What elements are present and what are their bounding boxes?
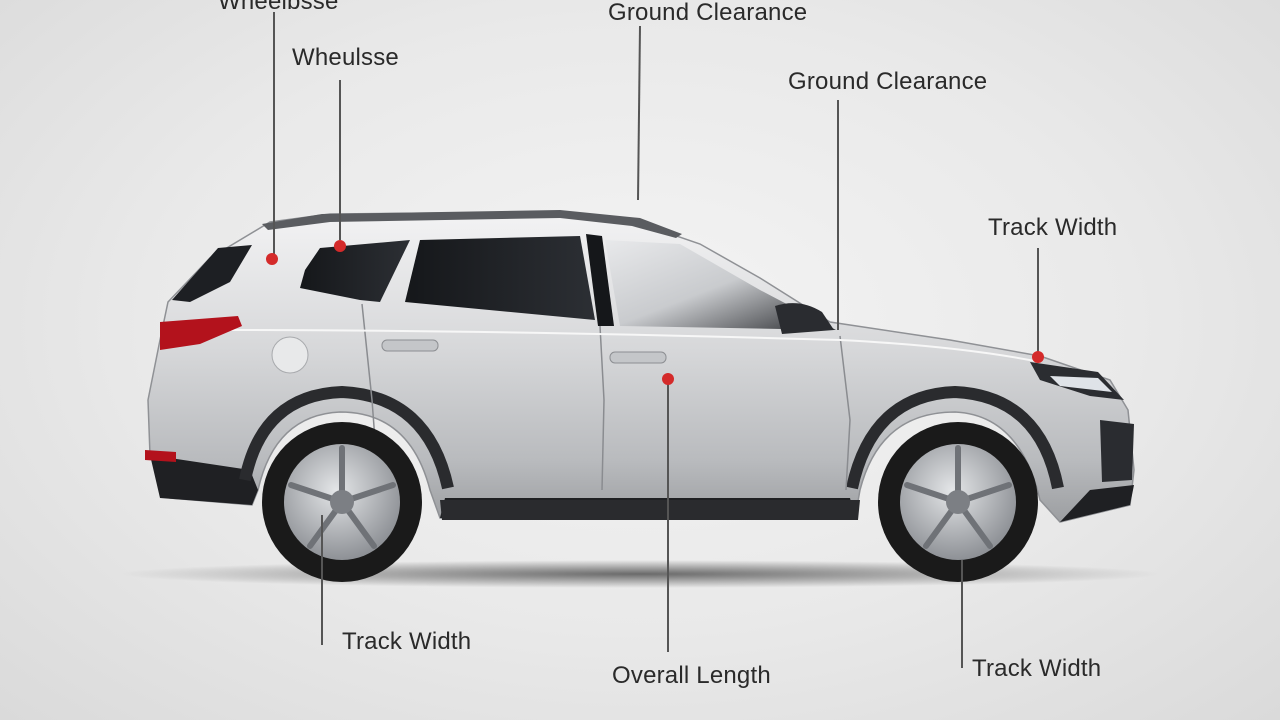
rear-quarter-window — [300, 240, 410, 302]
front-door-handle — [609, 351, 667, 364]
callout-label-ground-clearance: Ground Clearance — [788, 68, 988, 95]
rear-reflector — [145, 450, 176, 462]
roof-rail — [262, 210, 682, 238]
side-sill — [440, 500, 860, 520]
callout-label-wheelbase-top: Wheelbsse — [218, 0, 339, 15]
fuel-cap — [271, 336, 309, 374]
callout-label-overall-length: Overall Length — [612, 662, 771, 689]
marker-dot-wheelbase — [334, 240, 346, 252]
front-door-line — [599, 325, 605, 491]
callout-label-wheelbase: Wheulsse — [292, 44, 399, 71]
tailgate-window — [172, 245, 252, 302]
headlight-lens — [1050, 376, 1112, 392]
front-fender-line — [839, 335, 851, 491]
rear-wheel-arch — [239, 385, 454, 490]
leader-line-ground-clearance-top — [637, 25, 641, 201]
shoulder-line — [229, 329, 1041, 363]
callout-label-ground-clearance-top: Ground Clearance — [608, 0, 808, 26]
rear-door-handle — [381, 339, 439, 352]
marker-dot-track-width-right — [1032, 351, 1044, 363]
rear-door-window — [405, 236, 595, 320]
side-mirror — [775, 303, 834, 334]
vehicle-image — [120, 210, 1160, 588]
front-grille — [1100, 420, 1134, 482]
marker-dot-wheelbase-top — [266, 253, 278, 265]
front-wheel-arch — [846, 385, 1064, 490]
front-wheel — [878, 422, 1038, 582]
callout-label-track-width-right: Track Width — [988, 214, 1118, 241]
rear-wheel — [262, 422, 422, 582]
leader-lines — [273, 12, 1039, 668]
callout-label-track-width-left: Track Width — [342, 628, 472, 655]
callout-label-track-width-bottom: Track Width — [972, 655, 1102, 682]
marker-dots — [266, 240, 1044, 385]
marker-dot-overall-length — [662, 373, 674, 385]
b-pillar — [586, 234, 614, 326]
tail-light — [160, 316, 242, 350]
